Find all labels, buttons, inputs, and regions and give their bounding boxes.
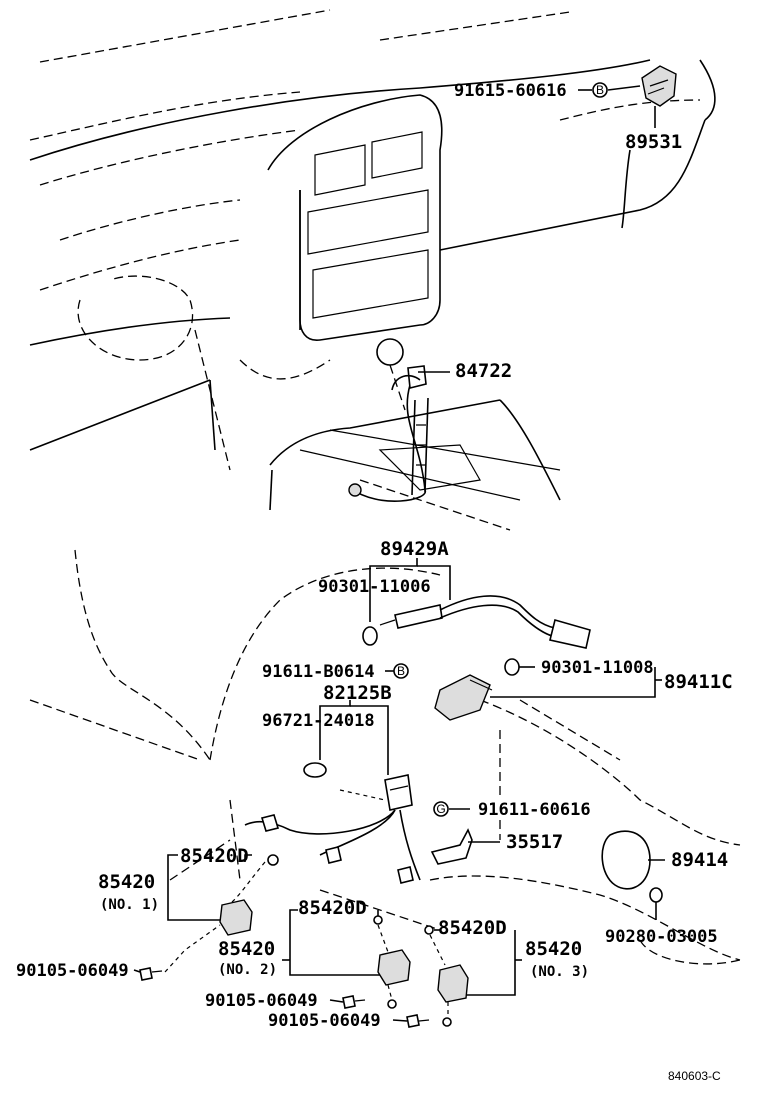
label-85420-no2: 85420 [218,938,275,960]
label-89531: 89531 [625,131,682,153]
leader-lines [133,558,665,1022]
label-90105-06049-c: 90105-06049 [268,1011,381,1031]
bolt-91615: B [578,82,641,98]
transmission-illustration: G B [29,549,741,1028]
bolt-mark-b2: B [397,664,405,678]
label-90301-11008: 90301-11008 [541,658,654,678]
label-90301-11006: 90301-11006 [318,577,431,597]
label-85420-no1: 85420 [98,871,155,893]
label-90105-06049-b: 90105-06049 [205,991,318,1011]
bolt-mark-g: G [436,802,445,816]
label-85420-no3: 85420 [525,938,582,960]
label-89429a: 89429A [380,538,449,560]
label-85420d-2: 85420D [298,897,367,919]
label-90105-06049-a: 90105-06049 [16,961,129,981]
label-85420-no1-sub: (NO. 1) [100,897,159,913]
label-85420d-1: 85420D [180,845,249,867]
label-85420-no3-sub: (NO. 3) [530,964,589,980]
dashboard-illustration [29,9,716,531]
bolt-mark-b: B [596,83,604,97]
illustration-code: 840603-C [668,1069,721,1083]
label-82125b: 82125B [323,682,392,704]
label-91611-60616: 91611-60616 [478,800,591,820]
label-85420d-3: 85420D [438,917,507,939]
sensor-89531 [641,65,677,107]
label-89411c: 89411C [664,671,733,693]
label-85420-no2-sub: (NO. 2) [218,962,277,978]
label-91611-b0614: 91611-B0614 [262,662,375,682]
part-number-labels: 91615-60616 89531 84722 89429A 90301-110… [16,81,733,1083]
label-91615-60616: 91615-60616 [454,81,567,101]
label-84722: 84722 [455,360,512,382]
label-89414: 89414 [671,849,728,871]
label-90280-03005: 90280-03005 [605,927,718,947]
label-35517: 35517 [506,831,563,853]
label-96721-24018: 96721-24018 [262,711,375,731]
